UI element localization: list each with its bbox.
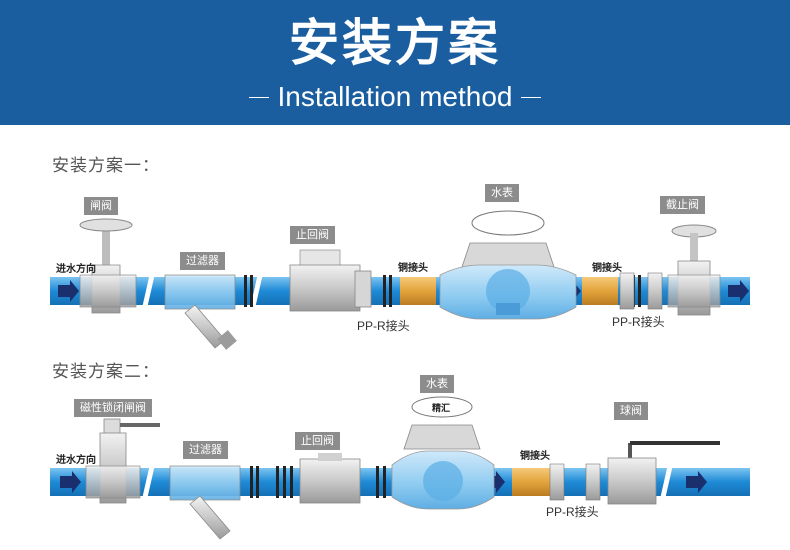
page-title: 安装方案 [289, 14, 501, 72]
plan-1-ppr-joint-left-label: PP-R接头 [357, 319, 410, 333]
plan-2-drawing [50, 396, 750, 540]
tag-water-meter: 水表 [420, 375, 454, 393]
tag-filter: 过滤器 [180, 252, 225, 270]
stop-valve [667, 224, 721, 316]
plan-1-drawing [50, 210, 750, 350]
tag-ball-valve: 球阀 [614, 402, 648, 420]
pipe-break-icon [658, 460, 674, 508]
pipe-break-icon [140, 460, 156, 508]
copper-joint [512, 468, 550, 496]
plan-2-label: 安装方案二： [52, 362, 160, 382]
check-valve [289, 249, 372, 312]
ppr-fittings [549, 463, 601, 501]
plan-1-label: 安装方案一： [52, 156, 160, 176]
y-filter [164, 274, 237, 350]
water-meter [391, 396, 495, 510]
plan-2-copper-joint-label: 铜接头 [520, 451, 550, 462]
copper-joint-right [582, 277, 618, 305]
tag-magnetic-lock-gate-valve: 磁性锁闭闸阀 [74, 399, 152, 417]
tag-stop-valve: 截止阀 [660, 196, 705, 214]
plan-1-copper-joint-right-label: 铜接头 [592, 263, 622, 274]
tag-filter: 过滤器 [183, 441, 228, 459]
tag-check-valve: 止回阀 [295, 432, 340, 450]
subtitle-dash-right [520, 96, 541, 98]
plan-1-ppr-joint-right-label: PP-R接头 [612, 315, 665, 329]
copper-joint-left [400, 277, 436, 305]
ppr-fittings [619, 272, 663, 310]
subtitle-dash-left [249, 96, 270, 98]
plan-2-ppr-joint-label: PP-R接头 [546, 505, 599, 519]
header-banner: 安装方案 Installation method [0, 0, 790, 125]
water-meter [439, 210, 577, 320]
meter-dial-text: 精汇 [432, 404, 451, 414]
pipe-break-icon [140, 269, 156, 317]
diagram-drawing [50, 210, 750, 540]
plan-2-inlet-label: 进水方向 [56, 455, 96, 466]
gate-valve [79, 218, 137, 314]
tag-water-meter: 水表 [485, 184, 519, 202]
flow-arrows [60, 471, 707, 493]
y-filter [169, 465, 241, 540]
ball-valve [607, 441, 720, 505]
plan-1-copper-joint-left-label: 铜接头 [398, 263, 428, 274]
installation-diagram: 安装方案一： 安装方案二： 闸阀 过滤器 止回阀 水表 截止阀 进水方向 铜接头… [0, 125, 790, 550]
plan-1-inlet-label: 进水方向 [56, 264, 96, 275]
subtitle-row: Installation method [0, 80, 790, 114]
page-subtitle: Installation method [277, 81, 513, 112]
magnetic-lock-gate-valve [85, 418, 160, 504]
pipe-fittings [250, 466, 386, 498]
check-valve [299, 453, 361, 504]
tag-check-valve: 止回阀 [290, 226, 335, 244]
tag-gate-valve: 闸阀 [84, 197, 118, 215]
